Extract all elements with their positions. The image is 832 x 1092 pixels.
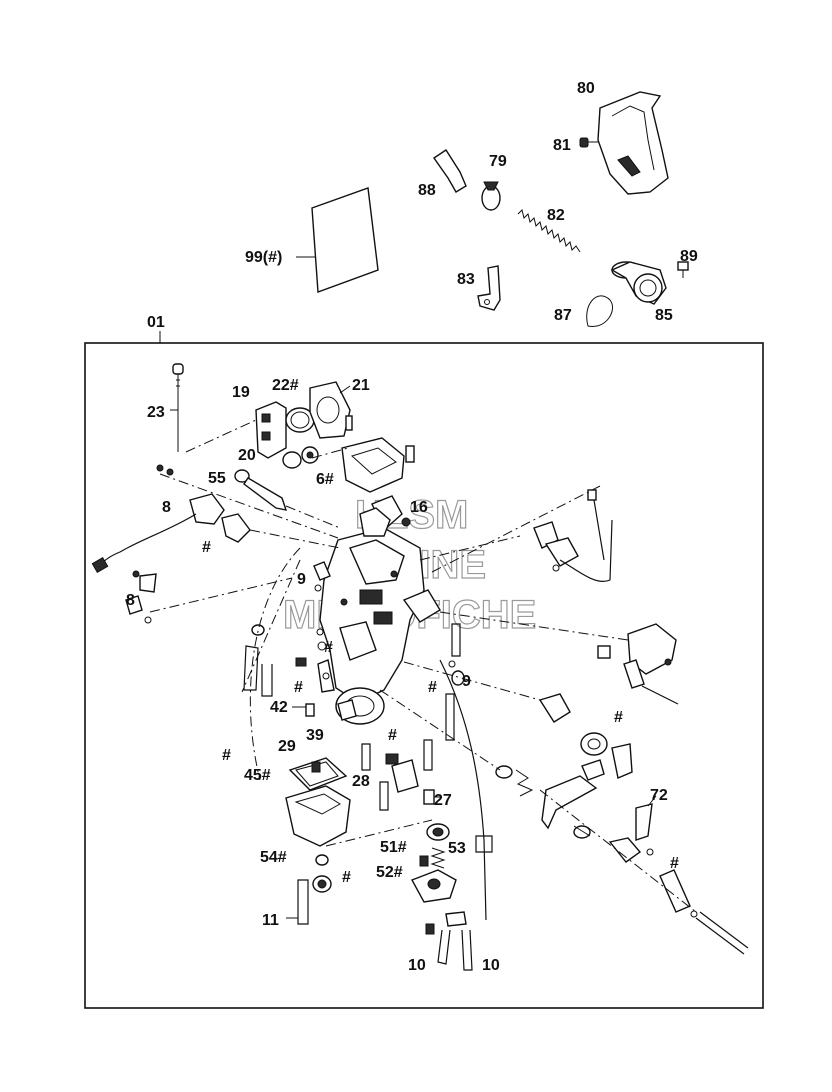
callout-55: 55: [208, 470, 226, 487]
left-small-parts: [243, 624, 335, 697]
callout-54: 54#: [260, 849, 287, 866]
part-80-cover: [597, 91, 669, 195]
hash-8: #: [222, 747, 231, 764]
callout-10b: 10: [482, 957, 500, 974]
part-8-clip: [125, 570, 157, 624]
callout-8a: 8: [162, 499, 171, 516]
part-99-gasket-sheet: [296, 187, 379, 293]
callout-85: 85: [655, 307, 673, 324]
part-87-oring: [586, 295, 613, 327]
callout-23: 23: [147, 404, 165, 421]
callout-81: 81: [553, 137, 571, 154]
hash-1: #: [202, 539, 211, 556]
part-6-top-cover: [341, 415, 415, 493]
callout-88: 88: [418, 182, 436, 199]
callout-42: 42: [270, 699, 288, 716]
hash-9: #: [614, 709, 623, 726]
part-39: [337, 699, 357, 721]
part-51-diaphragm: [426, 823, 450, 841]
hash-4: #: [428, 679, 437, 696]
part-9-right: [448, 660, 465, 686]
part-9-left: [313, 561, 331, 592]
callout-52: 52#: [376, 864, 403, 881]
float-bowl: [285, 785, 351, 893]
part-20-fitting: [282, 446, 319, 469]
part-29-part-45: [288, 757, 348, 791]
assembly-frame: [84, 342, 764, 1009]
hash-7: #: [670, 855, 679, 872]
assembly-lines: [149, 419, 697, 913]
callout-8b: 8: [126, 592, 135, 609]
part-27: [423, 789, 440, 805]
throttle-shaft-assembly: [495, 693, 633, 839]
callout-28: 28: [352, 773, 370, 790]
part-11-hose: [286, 879, 309, 925]
part-23-screw: [170, 363, 184, 452]
part-42: [292, 703, 315, 717]
part-83-bracket: [477, 265, 501, 311]
callout-6: 6#: [316, 471, 334, 488]
hash-6: #: [342, 869, 351, 886]
callout-21: 21: [352, 377, 370, 394]
callout-53: 53: [448, 840, 466, 857]
throttle-cable-assembly: [533, 489, 613, 582]
callout-45: 45#: [244, 767, 271, 784]
callout-11: 11: [262, 912, 279, 929]
callout-10a: 10: [408, 957, 426, 974]
part-53-spring: [430, 847, 446, 869]
part-81-screw: [579, 137, 598, 148]
callout-87: 87: [554, 307, 572, 324]
callout-80: 80: [577, 80, 595, 97]
callout-51: 51#: [380, 839, 407, 856]
callout-39: 39: [306, 727, 324, 744]
hash-3: #: [324, 639, 333, 656]
part-85-fitting: [610, 261, 667, 305]
part-55-screw: [234, 469, 341, 529]
callout-20: 20: [238, 447, 256, 464]
part-82-spring: [517, 209, 581, 253]
part-88-hose: [433, 149, 467, 193]
callout-27: 27: [434, 792, 452, 809]
part-21-plate: [309, 381, 351, 439]
part-8-sensor: [91, 464, 251, 574]
assembly-label: 01: [147, 314, 165, 331]
part-52-pump-cover: [411, 855, 457, 903]
callout-19: 19: [232, 384, 250, 401]
part-89-screw: [677, 261, 689, 278]
part-72-linkage: [635, 795, 657, 841]
part-10-hoses: [425, 911, 473, 971]
callout-9b: 9: [462, 673, 471, 690]
idle-adjust-assembly: [608, 837, 749, 955]
throttle-lever: [597, 623, 679, 705]
part-19-block: [255, 401, 287, 459]
callout-83: 83: [457, 271, 475, 288]
part-79-clamp: [481, 181, 501, 211]
hash-2: #: [294, 679, 303, 696]
callout-72: 72: [650, 787, 668, 804]
callout-9a: 9: [297, 571, 306, 588]
callout-79: 79: [489, 153, 507, 170]
carburetor-body: [319, 507, 441, 725]
callout-89: 89: [680, 248, 698, 265]
part-28: [391, 759, 419, 793]
center-tubes: [361, 623, 461, 811]
hash-5: #: [388, 727, 397, 744]
callout-16: 16: [410, 499, 428, 516]
callout-22: 22#: [272, 377, 299, 394]
callout-99: 99(#): [245, 249, 282, 266]
callout-82: 82: [547, 207, 565, 224]
callout-29: 29: [278, 738, 296, 755]
